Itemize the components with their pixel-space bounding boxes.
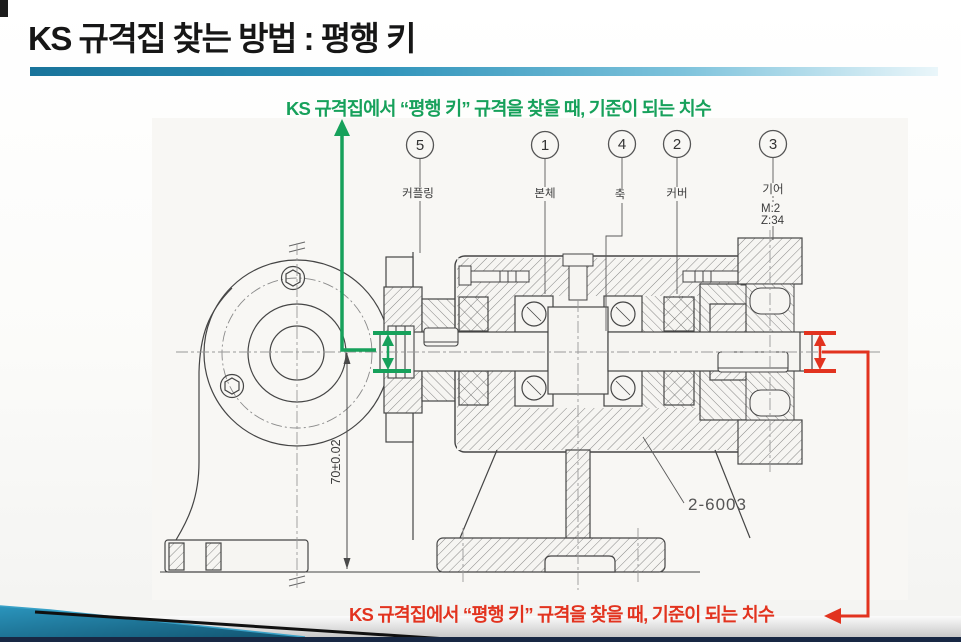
callouts: 5 1 4 2 3 커플링 본체 축 커버 기어 M:2 Z:34 70±0.0… — [329, 129, 788, 569]
oil-plug — [562, 253, 594, 301]
footer-navy-strip — [0, 637, 961, 642]
height-dimension — [343, 353, 351, 569]
balloon-number: 1 — [541, 137, 549, 154]
bearing-callout-text: 2-6003 — [688, 495, 747, 514]
section-view — [176, 230, 880, 590]
bearing-right — [603, 295, 643, 407]
footer-black-line — [34, 610, 479, 642]
red-dimension-overlay — [804, 331, 870, 624]
corner-mark — [0, 0, 8, 17]
hex-bolt — [219, 373, 245, 399]
gear-spec-teeth: Z:34 — [761, 215, 785, 227]
parallel-key-gear — [717, 351, 789, 373]
part-label-coupling: 커플링 — [402, 187, 434, 200]
annotation-bottom-red: KS 규격집에서 “평행 키” 규격을 찾을 때, 기준이 되는 치수 — [349, 604, 775, 625]
part-label-cover: 커버 — [666, 187, 687, 200]
hex-bolt — [280, 265, 306, 291]
balloon-number: 2 — [673, 136, 681, 153]
balloon-number: 5 — [416, 137, 424, 154]
gear-spec-module: M:2 — [761, 203, 780, 215]
footer-decoration — [0, 605, 961, 642]
green-dimension-overlay — [334, 119, 411, 373]
bearing-left — [514, 295, 554, 407]
green-arrowhead-up — [334, 119, 350, 136]
height-dimension-text: 70±0.02 — [329, 439, 343, 484]
balloon-number: 4 — [618, 136, 626, 153]
page-title: KS 규격집 찾는 방법 : 평행 키 — [28, 20, 416, 57]
balloon-number: 3 — [769, 136, 777, 153]
red-arrowhead-left — [824, 608, 841, 624]
part-label-shaft: 축 — [615, 188, 626, 201]
parallel-key-coupling — [423, 327, 459, 347]
housing-bolt — [458, 265, 530, 286]
left-side-view — [160, 241, 700, 588]
title-accent-bar — [30, 67, 938, 76]
annotation-top-green: KS 규격집에서 “평행 키” 규격을 찾을 때, 기준이 되는 치수 — [286, 98, 712, 119]
part-label-gear: 기어 — [762, 183, 783, 196]
centerlines — [176, 230, 880, 590]
part-label-body: 본체 — [534, 187, 555, 200]
